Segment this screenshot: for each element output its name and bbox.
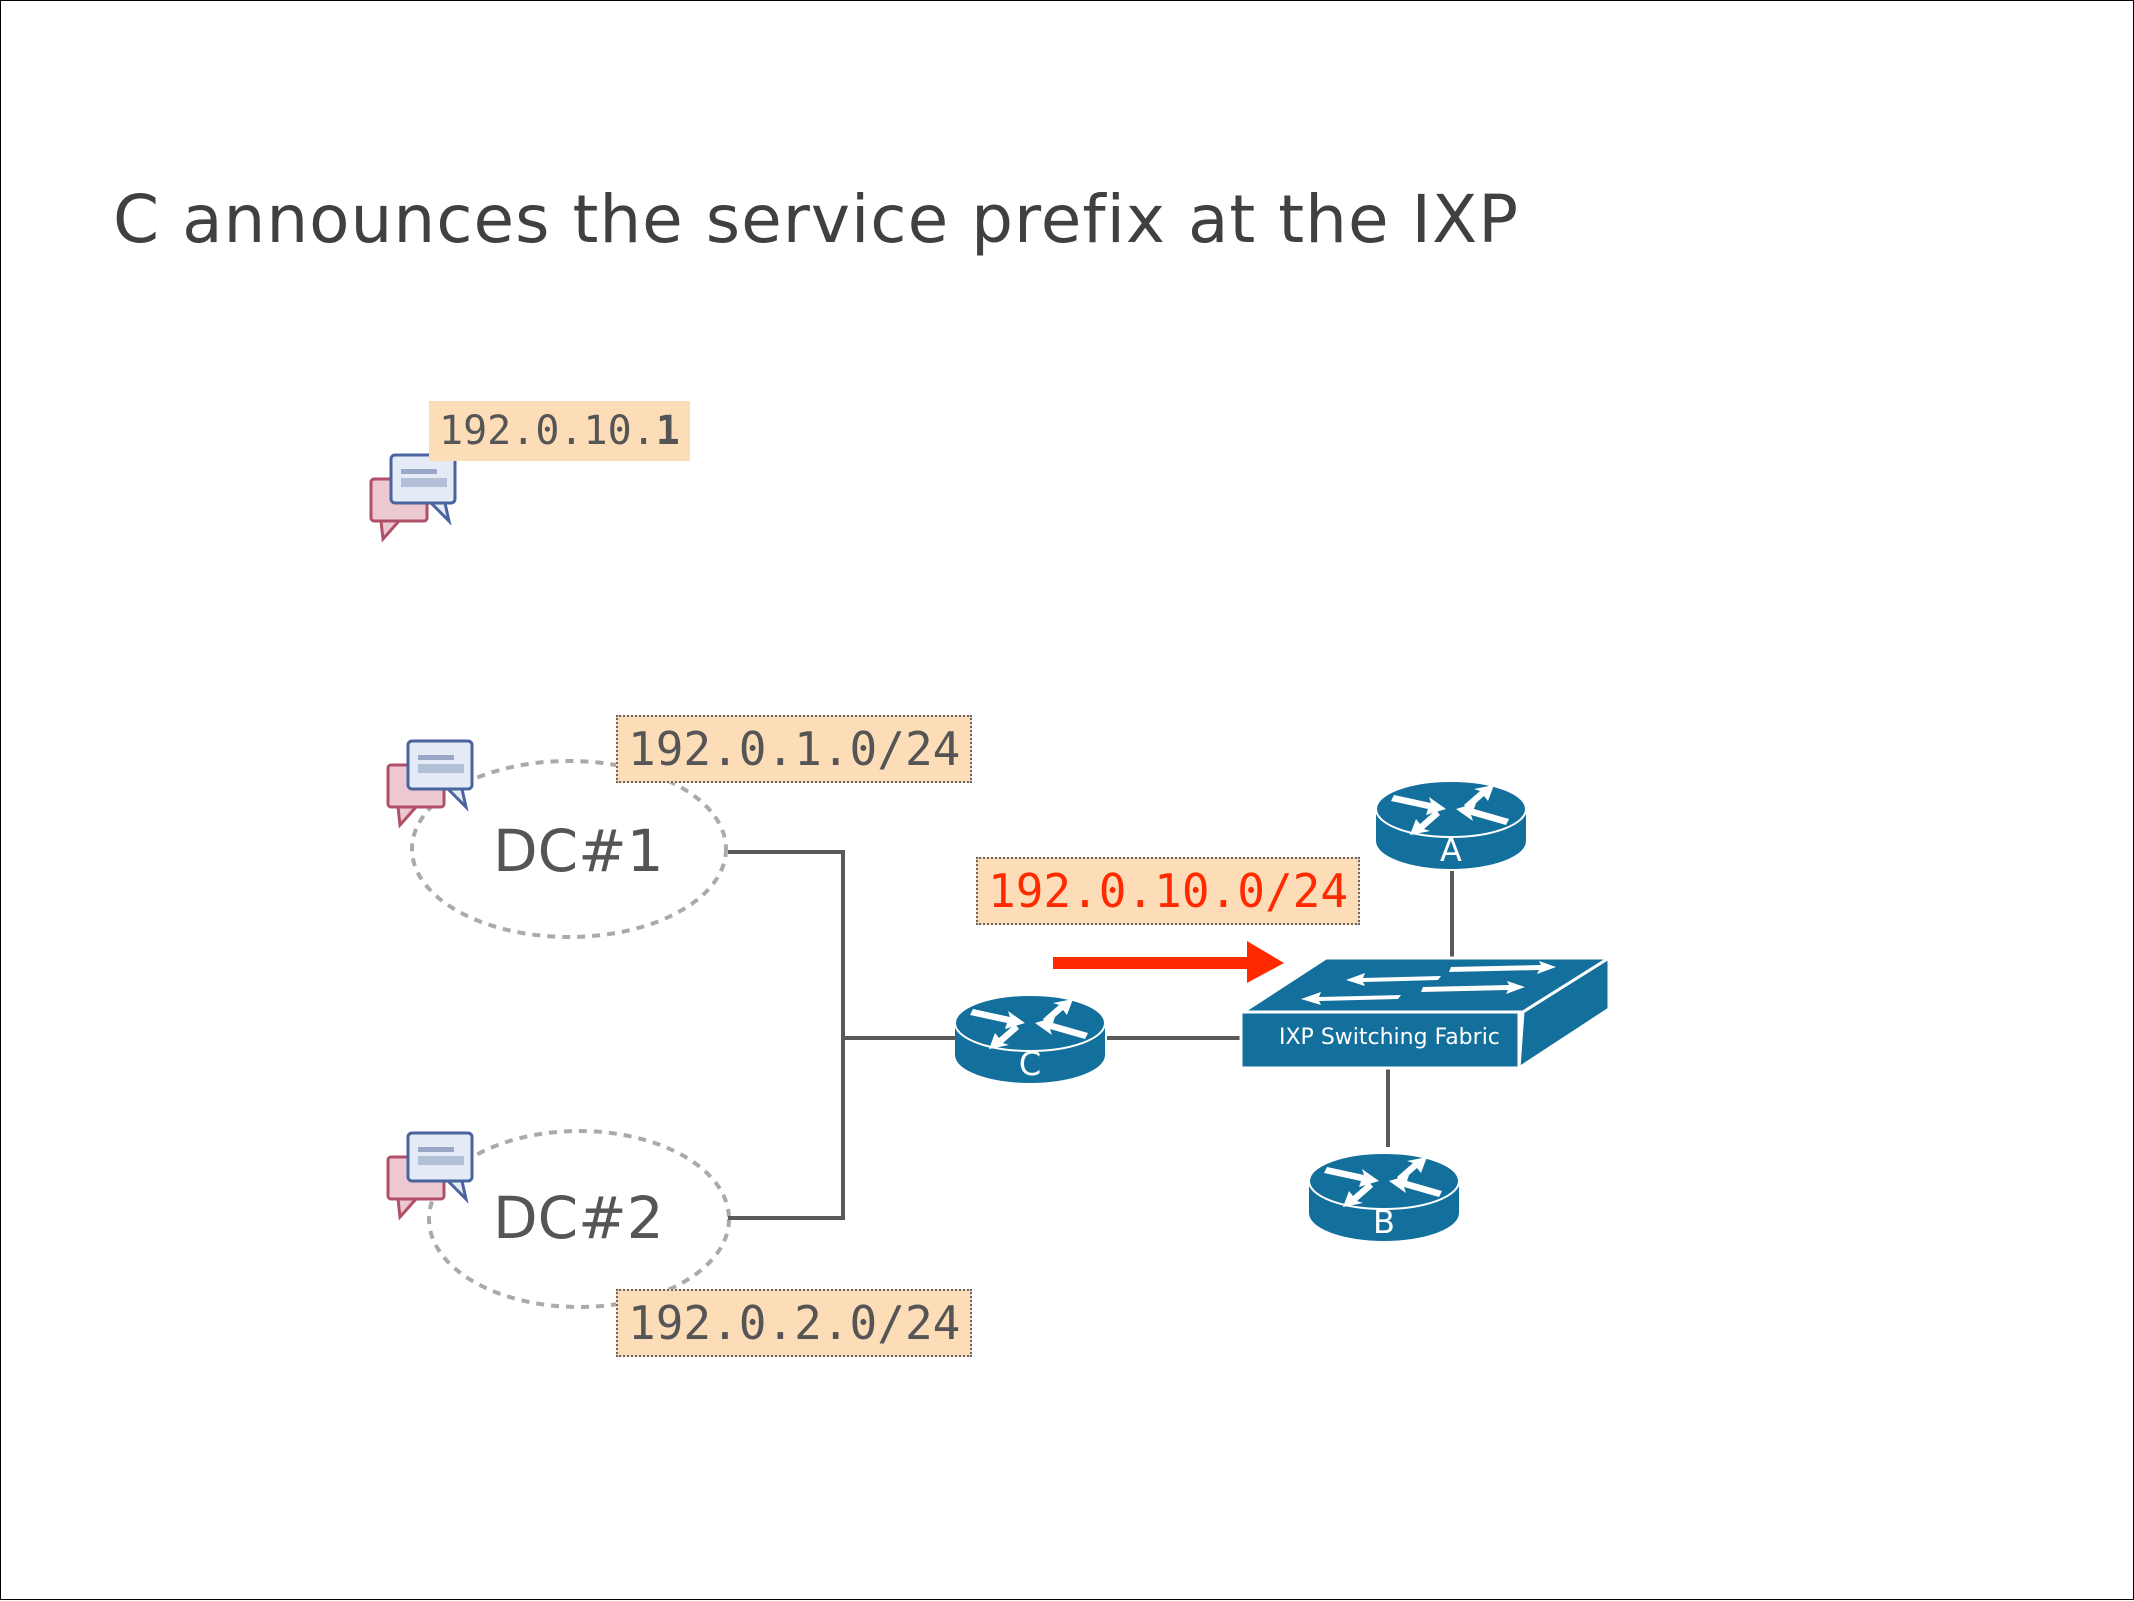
router-c-label: C <box>1018 1045 1042 1083</box>
link-dc1-c <box>728 850 845 1038</box>
announced-prefix-label: 192.0.10.0/24 <box>976 857 1361 925</box>
link-dc2-c <box>728 1038 845 1220</box>
switch-label: IXP Switching Fabric <box>1279 1025 1500 1050</box>
slide-title: C announces the service prefix at the IX… <box>113 181 1520 258</box>
chat-bubbles-icon <box>369 453 457 541</box>
dc2-label: DC#2 <box>493 1184 664 1252</box>
switch-icon <box>1237 955 1615 1071</box>
dc2-prefix-label: 192.0.2.0/24 <box>616 1289 973 1357</box>
dc1-boundary <box>410 759 728 939</box>
chat-bubbles-icon <box>386 739 474 827</box>
router-b-label: B <box>1373 1203 1395 1241</box>
service-address-network: 192.0.10. <box>439 408 656 454</box>
service-address-label: 192.0.10.1 <box>429 401 690 461</box>
service-address-host: 1 <box>655 408 680 454</box>
dc1-label: DC#1 <box>493 817 664 885</box>
arrow-right-icon <box>1053 941 1284 983</box>
router-a-label: A <box>1440 831 1462 869</box>
dc1-prefix-label: 192.0.1.0/24 <box>616 715 973 783</box>
